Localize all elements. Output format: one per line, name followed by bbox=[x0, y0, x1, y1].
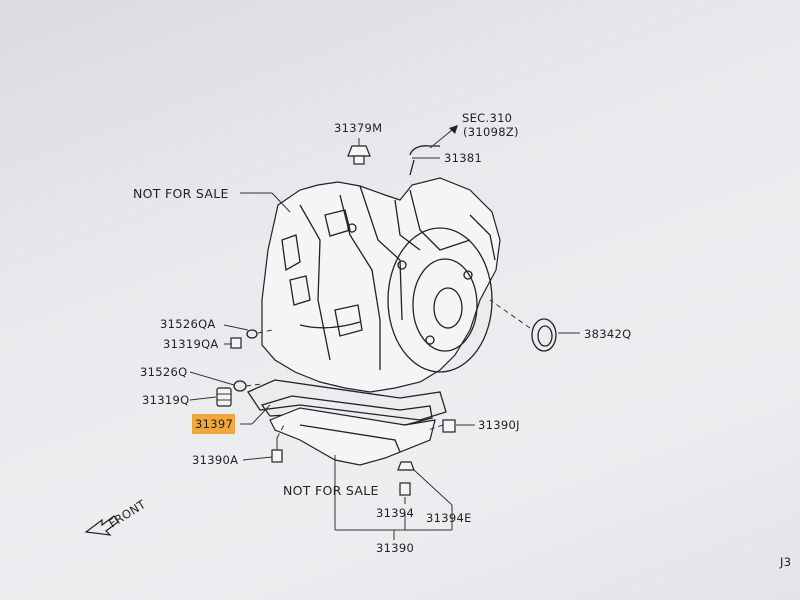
arrow-front-icon bbox=[84, 515, 119, 536]
label-31390a: 31390A bbox=[192, 453, 238, 467]
label-31319q: 31319Q bbox=[142, 393, 189, 407]
label-not-for-sale-top: NOT FOR SALE bbox=[133, 186, 229, 201]
label-31379m: 31379M bbox=[334, 121, 382, 135]
leader-lines bbox=[189, 138, 580, 540]
label-31390j: 31390J bbox=[478, 418, 520, 432]
label-sec310-ref: (31098Z) bbox=[463, 125, 519, 139]
label-38342q: 38342Q bbox=[584, 327, 631, 341]
transmission-body bbox=[261, 177, 501, 393]
label-31381: 31381 bbox=[444, 151, 482, 165]
label-31526qa: 31526QA bbox=[160, 317, 216, 331]
oil-pan bbox=[247, 379, 447, 466]
label-31394e: 31394E bbox=[426, 511, 472, 525]
label-31526q: 31526Q bbox=[140, 365, 187, 379]
label-not-for-sale-bottom: NOT FOR SALE bbox=[283, 483, 379, 498]
label-front: FRONT bbox=[106, 497, 149, 531]
label-sec310: SEC.310 bbox=[462, 111, 512, 125]
label-31397: 31397 bbox=[195, 417, 233, 431]
label-31390: 31390 bbox=[376, 541, 414, 555]
label-31394: 31394 bbox=[376, 506, 414, 520]
highlight-31397 bbox=[192, 414, 235, 434]
arrow-sec-icon bbox=[429, 125, 458, 149]
label-page-ref: J3 bbox=[779, 555, 791, 569]
small-parts bbox=[216, 145, 557, 496]
label-31319qa: 31319QA bbox=[163, 337, 219, 351]
